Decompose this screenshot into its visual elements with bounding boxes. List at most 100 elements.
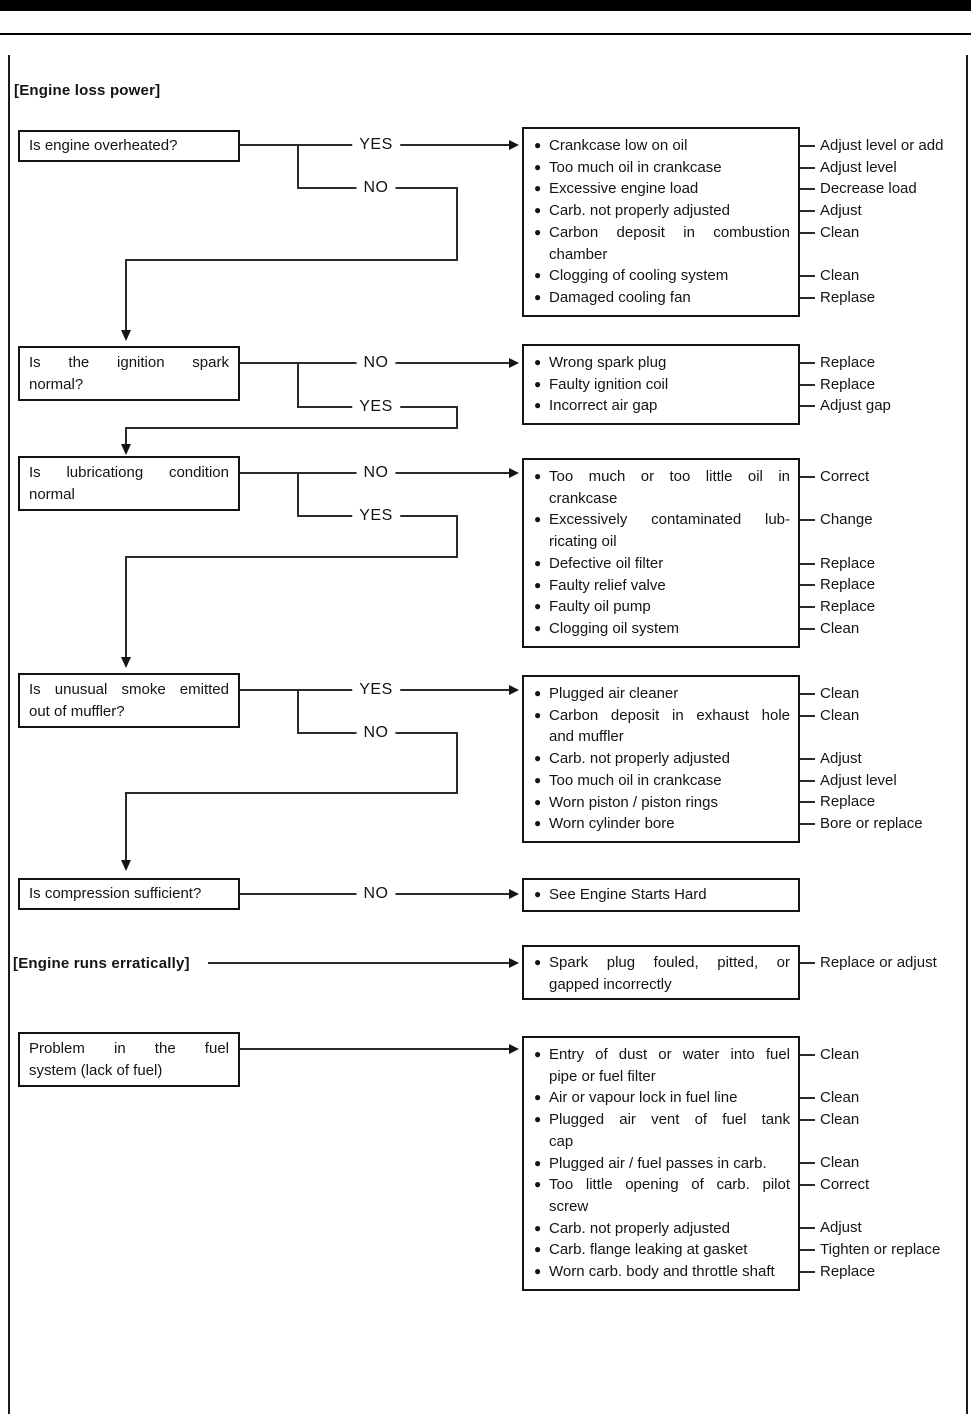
branch-label-yes: YES <box>352 136 400 154</box>
remedy: Clean <box>800 683 860 705</box>
question-text: Problem in the fuel <box>29 1040 229 1057</box>
bullet-icon: ● <box>534 469 542 483</box>
remedy-tick <box>800 476 815 478</box>
bullet-icon: ● <box>534 268 542 283</box>
cause-text: Carb. not properly adjusted <box>549 750 730 768</box>
cause-item: ●Carb. not properly adjusted <box>534 1218 790 1240</box>
remedy-text: Decrease load <box>820 180 917 197</box>
bullet-icon: ● <box>534 772 542 787</box>
remedy-text: Clean <box>820 620 860 637</box>
question-text: Is the ignition spark <box>29 354 229 371</box>
bullet-icon: ● <box>534 887 542 901</box>
cause-text: Damaged cooling fan <box>549 288 691 306</box>
cause-item: ● Carb. not properly adjusted <box>534 748 790 770</box>
cause-text: Worn carb. body and throttle shaft <box>549 1263 775 1281</box>
cause-item: ●Clogging oil system <box>534 618 790 640</box>
remedy-text: Adjust <box>820 750 862 767</box>
arrowhead-icon <box>121 657 131 668</box>
cause-text: Defective oil filter <box>549 554 664 572</box>
page-border-right <box>966 55 968 1414</box>
remedy-text: Replace <box>820 354 876 371</box>
remedy-text: Clean <box>820 1111 860 1128</box>
remedy: Correct <box>800 1174 870 1196</box>
cause-item: ●Carb. not properly adjusted <box>534 200 790 222</box>
question-text: Is engine overheated? <box>29 137 178 154</box>
remedy-text: Correct <box>820 1176 870 1193</box>
remedy-text: Bore or replace <box>820 815 923 832</box>
remedy-text: Replace <box>820 598 876 615</box>
cause-item: ●Crankcase low on oil <box>534 135 790 157</box>
cause-text: Plugged air vent of fuel tank <box>549 1111 790 1129</box>
cause-text: Carbon deposit in combustion <box>549 223 790 241</box>
remedy-text: Clean <box>820 707 860 724</box>
remedy-tick <box>800 693 815 695</box>
remedy-text: Replace <box>820 376 876 393</box>
cause-item: ●Air or vapour lock in fuel line <box>534 1087 790 1109</box>
remedy: Clean <box>800 222 860 244</box>
remedy-tick <box>800 584 815 586</box>
cause-item: ●Incorrect air gap <box>534 395 790 417</box>
branch-label-no: NO <box>356 354 396 372</box>
remedy-tick <box>800 1227 815 1229</box>
bullet-icon: ● <box>534 686 542 700</box>
cause-text: Clogging oil system <box>549 619 680 637</box>
bullet-icon: ● <box>534 1112 542 1127</box>
cause-text: cap <box>549 1132 574 1150</box>
remedy: Replace <box>800 1261 875 1283</box>
remedy: Replace <box>800 553 875 575</box>
remedy-text: Clean <box>820 1046 860 1063</box>
arrowhead-icon <box>509 889 519 899</box>
remedy-tick <box>800 297 815 299</box>
remedy-tick <box>800 405 815 407</box>
remedy: Replace <box>800 574 875 596</box>
bullet-icon: ● <box>534 751 542 766</box>
remedy: Clean <box>800 265 859 287</box>
remedy-tick <box>800 758 815 760</box>
cause-text: chamber <box>549 245 608 263</box>
cause-item: ●Worn piston / piston rings <box>534 792 790 814</box>
cause-text: Worn cylinder bore <box>549 815 675 833</box>
cause-text: Clogging of cooling system <box>549 267 729 285</box>
remedy-tick <box>800 384 815 386</box>
bullet-icon: ● <box>534 355 542 369</box>
cause-text: crankcase <box>549 489 618 507</box>
remedy-tick <box>800 519 815 521</box>
remedy: Clean <box>800 618 860 640</box>
remedy-text: Clean <box>820 685 860 702</box>
remedy-tick <box>800 232 815 234</box>
remedy-tick <box>800 1184 815 1186</box>
bullet-icon: ● <box>534 224 542 239</box>
cause-item: ● See Engine Starts Hard <box>534 884 790 906</box>
cause-text: See Engine Starts Hard <box>549 886 707 903</box>
remedy: Replase <box>800 287 875 309</box>
bullet-icon: ● <box>534 1090 542 1105</box>
cause-text: Worn piston / piston rings <box>549 793 718 811</box>
branch-label-yes: YES <box>352 681 400 699</box>
branch-label-no: NO <box>356 885 396 903</box>
cause-item: ●Carb. flange leaking at gasket <box>534 1239 790 1261</box>
remedy: Adjust <box>800 748 862 770</box>
question-box-compression: Is compression sufficient? <box>18 878 240 910</box>
bullet-icon: ● <box>534 138 542 152</box>
remedy-text: Replace <box>820 793 876 810</box>
bullet-icon: ● <box>534 289 542 304</box>
remedy-text: Replace or adjust <box>820 954 937 971</box>
remedy-text: Clean <box>820 224 860 241</box>
cause-text: Spark plug fouled, pitted, or <box>549 954 790 971</box>
remedy-tick <box>800 362 815 364</box>
bullet-icon: ● <box>534 1242 542 1257</box>
remedy-tick <box>800 1054 815 1056</box>
cause-box-smoke: ●Plugged air cleaner ●Carbon deposit in … <box>522 675 800 843</box>
bullet-icon: ● <box>534 1177 542 1192</box>
cause-item: ● Clogging of cooling system <box>534 265 790 287</box>
remedy-tick <box>800 780 815 782</box>
remedy: Adjust gap <box>800 395 891 417</box>
cause-text: Wrong spark plug <box>549 354 667 371</box>
cause-item: ●Excessive engine load <box>534 178 790 200</box>
bullet-icon: ● <box>534 512 542 527</box>
cause-item: ●Faulty ignition coil <box>534 374 790 396</box>
